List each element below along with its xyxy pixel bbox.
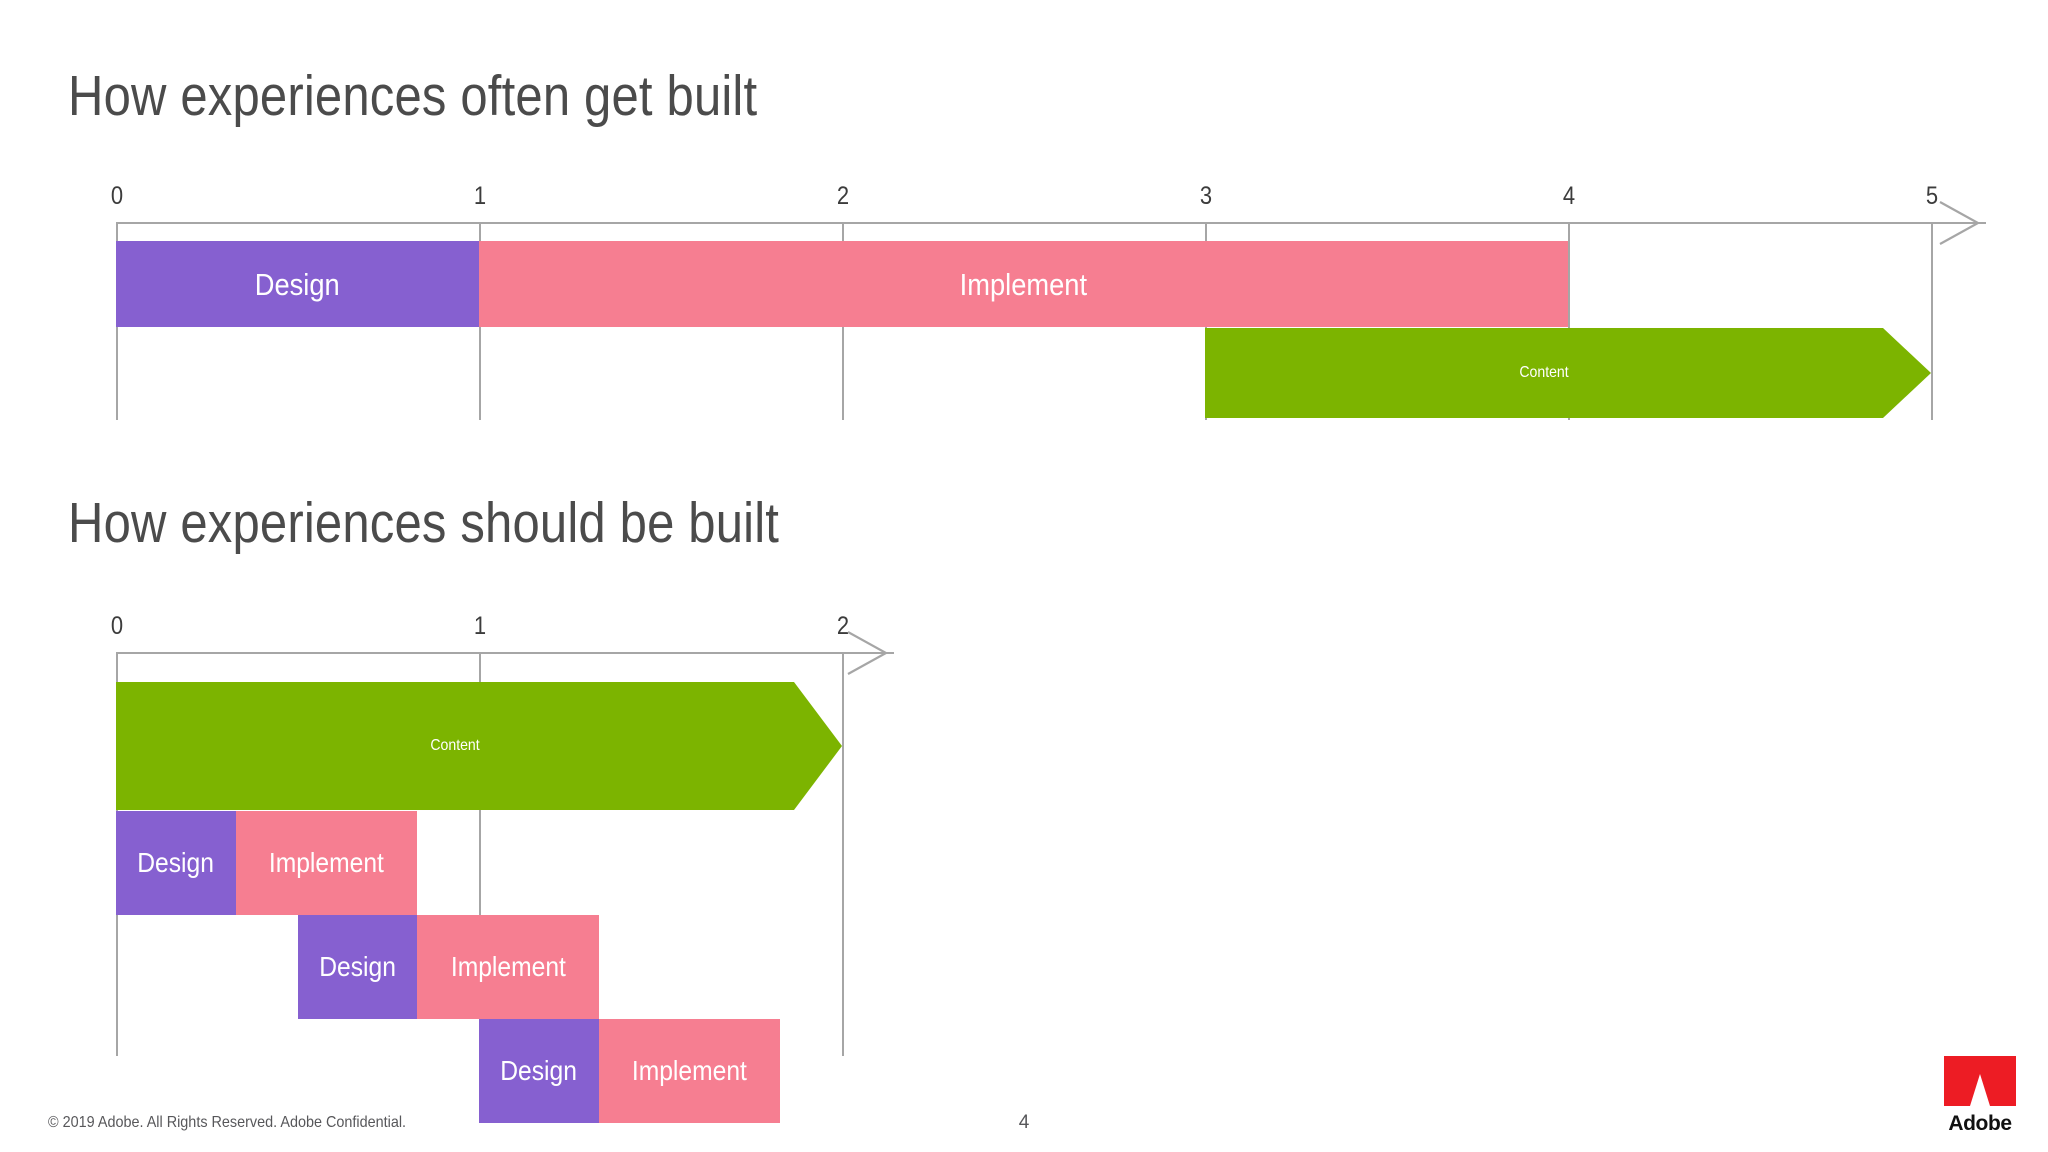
gantt-bar-label: Implement — [450, 951, 566, 982]
gantt-bar-label: Design — [255, 266, 340, 302]
gantt-bar-content-arrow: Content — [116, 682, 842, 810]
gantt-bar-label: Design — [319, 951, 396, 982]
adobe-a-mark — [1940, 1056, 2020, 1111]
gantt-bar-label: Implement — [269, 847, 385, 878]
gantt-bar-label: Content — [430, 737, 480, 754]
gridline — [1568, 222, 1570, 420]
gantt-bar-label: Implement — [959, 266, 1088, 302]
gantt-bar-implement: Implement — [235, 811, 418, 915]
gantt-bar-design: Design — [479, 1019, 599, 1123]
gridline — [1931, 222, 1933, 420]
gantt-bar-design: Design — [297, 915, 418, 1019]
gantt-bar-implement: Implement — [598, 1019, 781, 1123]
gridline — [842, 652, 844, 1056]
axis-tick-label: 4 — [1562, 182, 1576, 210]
adobe-logo: Adobe — [1940, 1056, 2020, 1136]
gridline — [479, 652, 481, 1056]
gantt-bar-implement: Implement — [479, 241, 1568, 327]
axis-line — [116, 222, 1986, 224]
gantt-bar-content-arrow: Content — [1205, 328, 1931, 418]
gantt-bar-label: Design — [137, 847, 215, 878]
axis-tick-label: 1 — [473, 612, 487, 640]
gantt-bar-label: Design — [500, 1055, 578, 1086]
footer-copyright: © 2019 Adobe. All Rights Reserved. Adobe… — [48, 1114, 407, 1131]
gantt-bar-design: Design — [116, 241, 479, 327]
adobe-wordmark: Adobe — [1948, 1112, 2012, 1135]
gantt-bar-label: Implement — [632, 1055, 748, 1086]
axis-line — [116, 652, 894, 654]
page-number: 4 — [1018, 1112, 1030, 1133]
axis-tick-label: 3 — [1199, 182, 1213, 210]
axis-tick-label: 0 — [110, 182, 124, 210]
axis-tick-label: 0 — [110, 612, 124, 640]
gantt-bar-design: Design — [116, 811, 236, 915]
page-title-1: How experiences often get built — [68, 64, 758, 128]
gantt-bar-implement: Implement — [417, 915, 599, 1019]
axis-tick-label: 2 — [836, 182, 850, 210]
axis-tick-label: 2 — [836, 612, 850, 640]
page-title-2: How experiences should be built — [68, 491, 780, 555]
gantt-bar-label: Content — [1519, 364, 1569, 381]
axis-tick-label: 1 — [473, 182, 487, 210]
axis-tick-label: 5 — [1925, 182, 1939, 210]
